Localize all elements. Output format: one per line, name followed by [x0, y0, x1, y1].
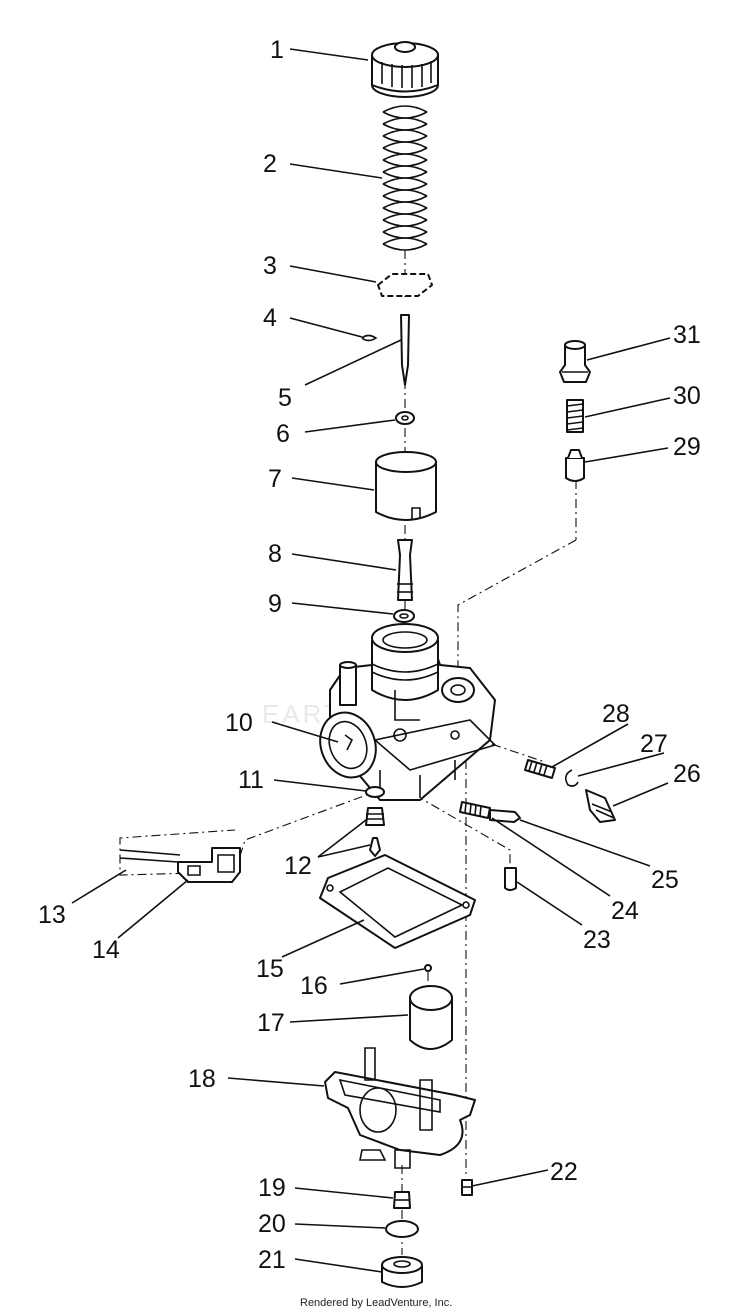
part-5-needle: [400, 314, 410, 386]
callout-14: 14: [92, 936, 120, 964]
part-31-fitting: [559, 340, 591, 383]
callout-25: 25: [651, 866, 679, 894]
part-2-spring: [382, 105, 428, 251]
callout-9: 9: [268, 590, 282, 618]
callout-4: 4: [263, 304, 277, 332]
callout-16: 16: [300, 972, 328, 1000]
callout-13: 13: [38, 901, 66, 929]
part-24-spring: [459, 801, 491, 819]
callout-30: 30: [673, 382, 701, 410]
part-22-screw: [461, 1179, 473, 1196]
footer-credit: Rendered by LeadVenture, Inc.: [300, 1297, 452, 1309]
callout-22: 22: [550, 1158, 578, 1186]
callout-18: 18: [188, 1065, 216, 1093]
callout-21: 21: [258, 1246, 286, 1274]
callout-11: 11: [238, 766, 264, 794]
part-23-plug: [504, 867, 517, 891]
part-18-float-bowl: [324, 1047, 476, 1169]
part-29-plunger: [565, 449, 585, 482]
part-3-plate: [377, 273, 433, 297]
callout-19: 19: [258, 1174, 286, 1202]
part-30-spring: [566, 399, 584, 433]
callout-20: 20: [258, 1210, 286, 1238]
part-11-oring: [365, 786, 385, 798]
part-27-clip: [564, 769, 579, 787]
part-10-carburetor-body: [319, 623, 497, 801]
callout-23: 23: [583, 926, 611, 954]
callout-27: 27: [640, 730, 668, 758]
part-25-screw: [489, 809, 521, 823]
callout-1: 1: [270, 36, 284, 64]
callout-2: 2: [263, 150, 277, 178]
part-19-drain-screw: [393, 1191, 411, 1209]
callout-26: 26: [673, 760, 701, 788]
callout-31: 31: [673, 321, 701, 349]
callout-3: 3: [263, 252, 277, 280]
callout-15: 15: [256, 955, 284, 983]
part-26-screw: [585, 789, 616, 823]
callout-12: 12: [284, 852, 312, 880]
callout-labels: 1 2 3 4 5 6 7 8 9 10 11 12 13 14 15 16 1…: [38, 36, 701, 1274]
part-16-ball: [424, 964, 432, 972]
part-4-clip: [361, 334, 378, 342]
part-7-throttle-slide: [375, 451, 437, 521]
part-12-jet: [365, 807, 385, 857]
part-13-14-float-assembly: [119, 847, 241, 883]
callout-8: 8: [268, 540, 282, 568]
callout-28: 28: [602, 700, 630, 728]
part-21-drain-plug: [381, 1256, 423, 1288]
part-8-needle-jet: [397, 539, 413, 601]
part-9-washer: [393, 609, 415, 623]
part-17-float: [409, 985, 453, 1050]
callout-10: 10: [225, 709, 253, 737]
callout-17: 17: [257, 1009, 285, 1037]
callout-6: 6: [276, 420, 290, 448]
part-1-cap: [371, 41, 439, 98]
part-28-spring: [524, 759, 556, 779]
callout-7: 7: [268, 465, 282, 493]
callout-5: 5: [278, 384, 292, 412]
leader-lines: [71, 48, 671, 1273]
part-20-oring: [385, 1220, 419, 1238]
part-15-gasket: [319, 854, 476, 949]
part-6-washer: [395, 411, 415, 425]
callout-29: 29: [673, 433, 701, 461]
callout-24: 24: [611, 897, 639, 925]
